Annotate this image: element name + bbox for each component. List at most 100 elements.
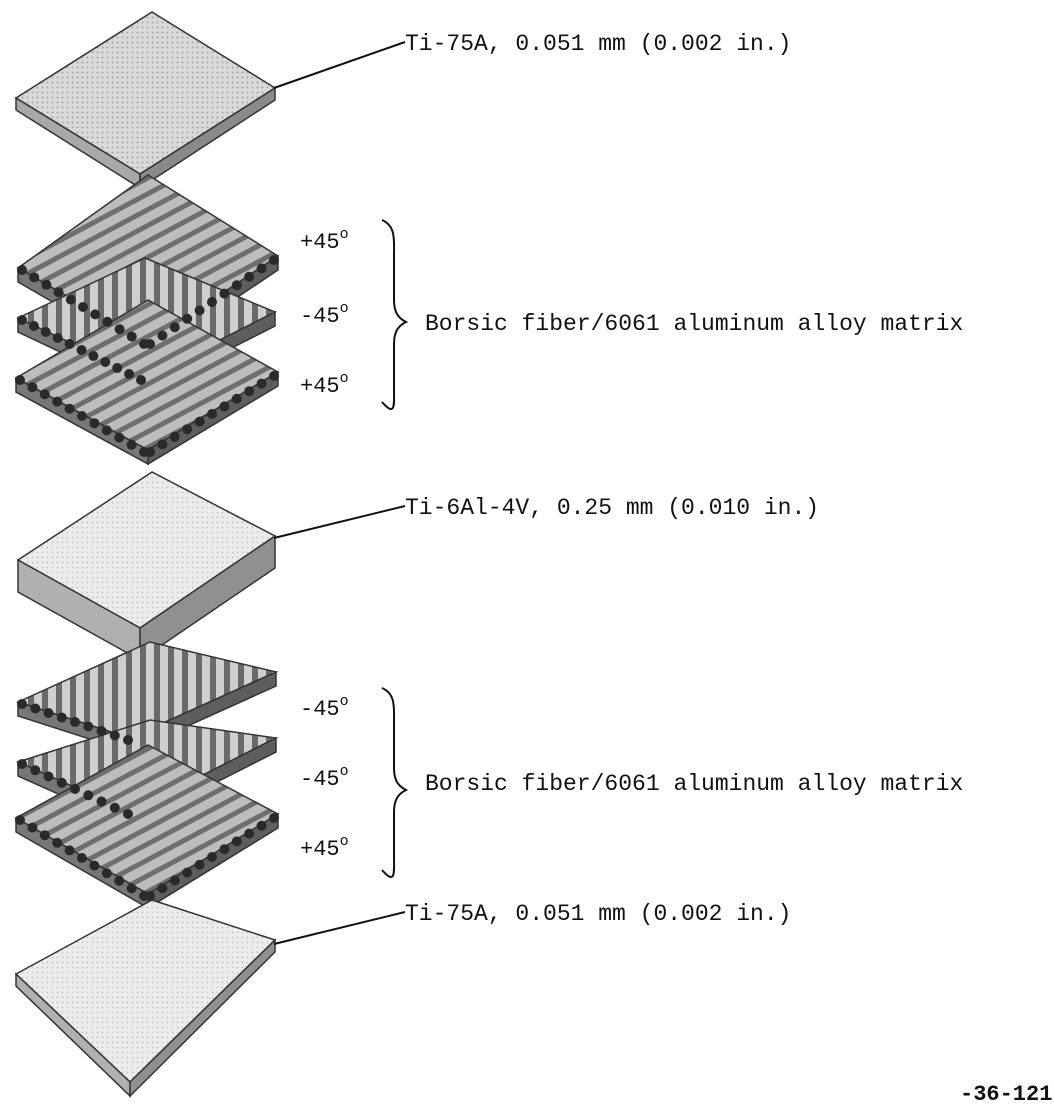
- fiber-end-dot: [15, 815, 25, 825]
- fiber-end-dot: [41, 280, 51, 290]
- fiber-end-dot: [44, 708, 54, 718]
- label-borsic-group-2: Borsic fiber/6061 aluminum alloy matrix: [425, 771, 963, 797]
- fiber-end-dot: [115, 324, 125, 334]
- fiber-end-dot: [15, 375, 25, 385]
- ply-angle-2-2: -45o: [300, 763, 349, 792]
- fiber-end-dot: [77, 853, 87, 863]
- fiber-end-dot: [269, 813, 279, 823]
- fiber-end-dot: [157, 883, 167, 893]
- fiber-end-dot: [170, 322, 180, 332]
- fiber-end-dot: [102, 868, 112, 878]
- fiber-end-dot: [66, 295, 76, 305]
- fiber-end-dot: [17, 265, 27, 275]
- fiber-end-dot: [127, 883, 137, 893]
- fiber-end-dot: [244, 272, 254, 282]
- ply-angle-2-1: -45o: [300, 693, 349, 722]
- fiber-end-dot: [17, 759, 27, 769]
- fiber-end-dot: [30, 704, 40, 714]
- fiber-end-dot: [65, 404, 75, 414]
- fiber-end-dot: [257, 263, 267, 273]
- fiber-end-dot: [182, 424, 192, 434]
- leader-line-middle: [274, 506, 405, 538]
- fiber-end-dot: [30, 765, 40, 775]
- fiber-end-dot: [27, 382, 37, 392]
- fiber-end-dot: [78, 302, 88, 312]
- fiber-end-dot: [182, 868, 192, 878]
- fiber-end-dot: [195, 305, 205, 315]
- fiber-end-dot: [97, 797, 107, 807]
- leader-line-top: [274, 42, 405, 88]
- fiber-end-dot: [114, 876, 124, 886]
- fiber-end-dot: [88, 351, 98, 361]
- fiber-end-dot: [17, 699, 27, 709]
- fiber-end-dot: [219, 289, 229, 299]
- fiber-end-dot: [110, 731, 120, 741]
- ti75a-top-sheet: [16, 12, 275, 188]
- fiber-end-dot: [195, 860, 205, 870]
- fiber-end-dot: [40, 389, 50, 399]
- label-ti75a-top: Ti-75A, 0.051 mm (0.002 in.): [405, 31, 791, 57]
- fiber-end-dot: [182, 314, 192, 324]
- fiber-end-dot: [195, 417, 205, 427]
- fiber-end-dot: [114, 433, 124, 443]
- fiber-end-dot: [89, 418, 99, 428]
- fiber-end-dot: [52, 838, 62, 848]
- fiber-end-dot: [41, 327, 51, 337]
- fiber-end-dot: [110, 803, 120, 813]
- ply-angle-1-3: +45o: [300, 370, 349, 399]
- fiber-end-dot: [257, 379, 267, 389]
- fiber-end-dot: [77, 411, 87, 421]
- fiber-end-dot: [244, 386, 254, 396]
- fiber-end-dot: [269, 255, 279, 265]
- fiber-end-dot: [83, 790, 93, 800]
- fiber-ply-group-1: [16, 175, 278, 464]
- fiber-end-dot: [17, 315, 27, 325]
- fiber-end-dot: [89, 861, 99, 871]
- fiber-end-dot: [53, 333, 63, 343]
- ti6al4v-sheet: [18, 472, 275, 660]
- fiber-end-dot: [100, 357, 110, 367]
- fiber-end-dot: [52, 397, 62, 407]
- fiber-end-dot: [70, 784, 80, 794]
- fiber-end-dot: [145, 339, 155, 349]
- ply-angle-2-3: +45o: [300, 833, 349, 862]
- fiber-end-dot: [219, 844, 229, 854]
- fiber-end-dot: [57, 778, 67, 788]
- fiber-end-dot: [65, 339, 75, 349]
- fiber-end-dot: [102, 425, 112, 435]
- fiber-end-dot: [145, 891, 155, 901]
- fiber-end-dot: [29, 321, 39, 331]
- fiber-end-dot: [145, 447, 155, 457]
- fiber-end-dot: [170, 875, 180, 885]
- fiber-end-dot: [124, 369, 134, 379]
- fiber-end-dot: [83, 722, 93, 732]
- fiber-end-dot: [269, 371, 279, 381]
- leader-line-bottom: [274, 912, 405, 944]
- fiber-end-dot: [244, 829, 254, 839]
- label-borsic-group-1: Borsic fiber/6061 aluminum alloy matrix: [425, 311, 963, 337]
- fiber-end-dot: [127, 332, 137, 342]
- ply-angle-1-2: -45o: [300, 300, 349, 329]
- fiber-end-dot: [57, 713, 67, 723]
- fiber-end-dot: [232, 394, 242, 404]
- ply-angle-1-1: +45o: [300, 226, 349, 255]
- fiber-end-dot: [219, 401, 229, 411]
- fiber-end-dot: [136, 375, 146, 385]
- fiber-end-dot: [54, 287, 64, 297]
- fiber-end-dot: [65, 845, 75, 855]
- fiber-end-dot: [102, 317, 112, 327]
- figure-number: -36-121: [960, 1082, 1052, 1104]
- fiber-end-dot: [207, 297, 217, 307]
- label-ti75a-bottom: Ti-75A, 0.051 mm (0.002 in.): [405, 901, 791, 927]
- brace-group-2: [382, 688, 406, 877]
- fiber-end-dot: [97, 726, 107, 736]
- brace-group-1: [382, 220, 406, 409]
- fiber-end-dot: [207, 852, 217, 862]
- fiber-end-dot: [70, 717, 80, 727]
- fiber-end-dot: [40, 830, 50, 840]
- fiber-end-dot: [27, 823, 37, 833]
- fiber-end-dot: [207, 409, 217, 419]
- fiber-end-dot: [232, 836, 242, 846]
- fiber-end-dot: [112, 363, 122, 373]
